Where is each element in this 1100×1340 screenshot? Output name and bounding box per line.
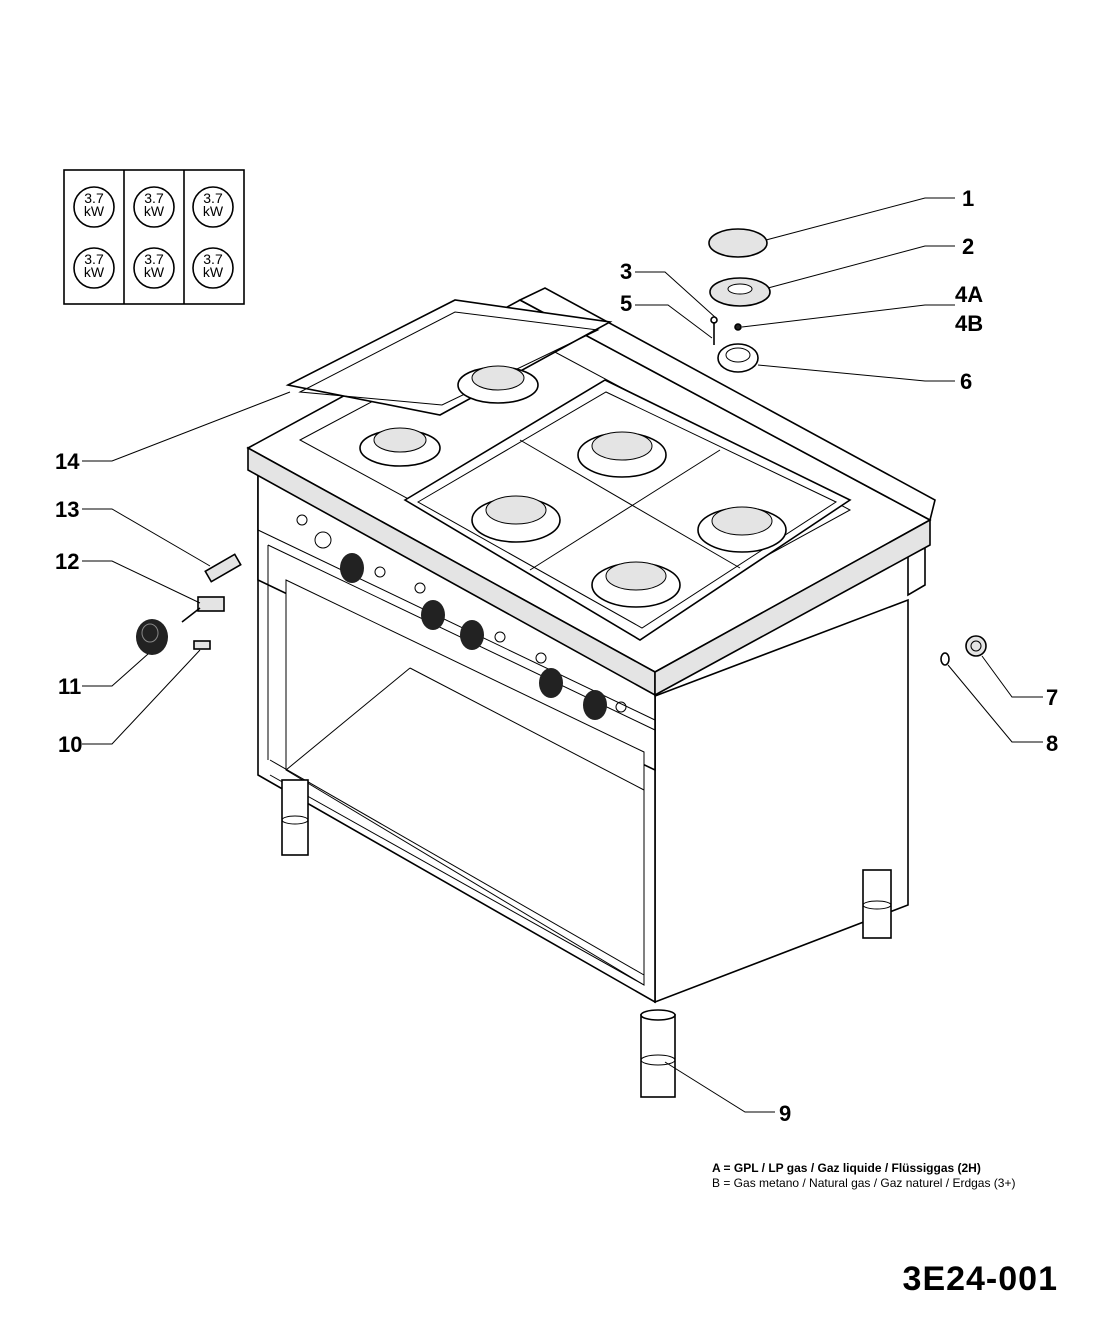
svg-text:kW: kW [84,203,105,219]
connector-fitting-part [965,635,987,657]
svg-text:3.7: 3.7 [203,190,223,206]
callout-1: 1 [962,186,974,211]
callout-4b: 4B [955,311,983,336]
range-cabinet [257,468,926,1004]
gas-legend-line-a: A = GPL / LP gas / Gaz liquide / Flüssig… [712,1161,981,1175]
callout-5: 5 [620,291,632,316]
burner-power-cell: 3.7 kW [73,186,115,228]
range-legs [281,779,892,939]
svg-text:kW: kW [144,264,165,280]
svg-text:3.7: 3.7 [144,190,164,206]
burner-head-part [709,277,771,307]
callout-2: 2 [962,234,974,259]
control-knobs [296,514,627,720]
burner-power-cell: 3.7 kW [192,247,234,289]
hob-burner [457,365,539,404]
callout-6: 6 [960,369,972,394]
hob-burner [577,431,667,478]
control-knob-part [136,619,168,655]
adjustable-foot-part [640,1009,676,1098]
hob-burner [697,506,787,553]
callout-8: 8 [1046,731,1058,756]
burner-power-cell: 3.7 kW [192,186,234,228]
callout-13: 13 [55,497,79,522]
svg-text:kW: kW [203,264,224,280]
callout-10: 10 [58,732,82,757]
callout-4a: 4A [955,282,983,307]
control-knob [583,690,627,720]
svg-text:3.7: 3.7 [84,190,104,206]
hob-burner [471,495,561,543]
callout-labels: 1 2 3 4A 4B 5 6 7 8 9 10 11 12 13 14 [55,186,1058,1126]
gasket-part [940,652,950,666]
svg-text:3.7: 3.7 [144,251,164,267]
svg-text:3.7: 3.7 [203,251,223,267]
knob-clip-part [193,640,211,650]
callout-12: 12 [55,549,79,574]
burner-body-part [717,343,759,373]
svg-text:kW: kW [144,203,165,219]
piezo-igniter-part [204,553,242,583]
thermocouple-part [710,316,718,345]
burner-power-cell: 3.7 kW [133,247,175,289]
gas-valve-part [181,596,225,623]
burner-power-cell: 3.7 kW [133,186,175,228]
svg-text:kW: kW [203,203,224,219]
control-knob [535,652,563,698]
hob-burners [359,365,787,608]
callout-3: 3 [620,259,632,284]
callout-7: 7 [1046,685,1058,710]
burner-power-table: 3.7 kW 3.7 kW 3.7 kW 3.7 kW 3.7 kW 3.7 k… [63,169,245,305]
svg-text:kW: kW [84,264,105,280]
injector-part [734,323,742,331]
hob-burner [591,561,681,608]
svg-text:3.7: 3.7 [84,251,104,267]
burner-cap-part [708,228,768,258]
control-knob [414,582,445,630]
pan-support-grates [285,299,852,641]
burner-power-cell: 3.7 kW [73,247,115,289]
callout-11: 11 [58,674,81,699]
control-knob [460,620,506,650]
hob-burner [359,427,441,467]
callout-14: 14 [55,449,80,474]
leader-lines [82,197,1043,1113]
callout-9: 9 [779,1101,791,1126]
control-knob [340,553,386,583]
gas-legend-line-b: B = Gas metano / Natural gas / Gaz natur… [712,1176,1016,1190]
drawing-code: 3E24-001 [902,1260,1058,1298]
